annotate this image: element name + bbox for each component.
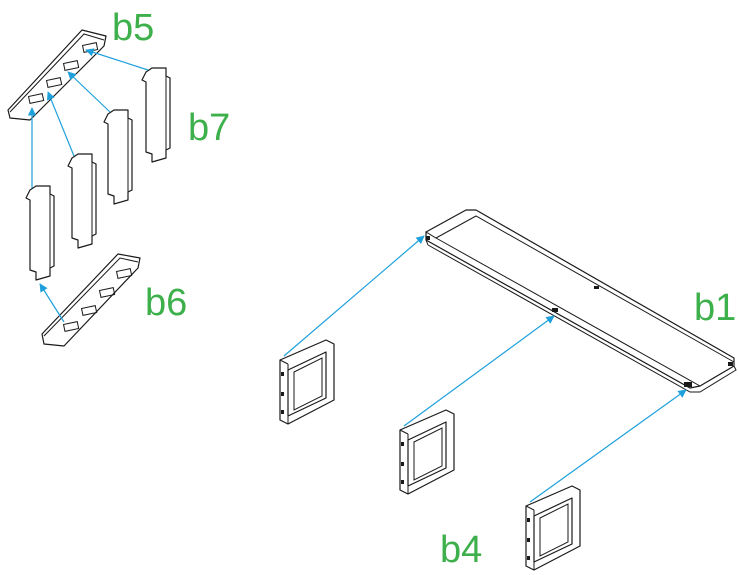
arrow-b7-2-to-b5	[46, 91, 75, 157]
spacer-1	[25, 185, 55, 281]
part-b4-bracket-1	[279, 339, 335, 425]
label-b1: b1	[694, 287, 736, 329]
label-b4: b4	[440, 529, 482, 571]
arrow-b4-3-to-b1	[529, 389, 687, 503]
arrow-b4-2-to-b1	[403, 315, 555, 427]
arrow-b4-1-to-b1	[283, 235, 425, 357]
part-b5-rail	[7, 29, 107, 121]
spacer-2	[67, 153, 97, 249]
spacer-3	[103, 109, 133, 205]
part-b4-bracket-2	[399, 409, 455, 495]
label-b5: b5	[112, 7, 154, 49]
part-b4-bracket-3	[525, 485, 581, 571]
part-b6-rail	[41, 253, 141, 347]
arrow-b7-3-to-b5	[67, 71, 111, 113]
arrow-b7-4-to-b5	[85, 48, 149, 71]
spacer-4	[141, 67, 171, 163]
part-b7-spacers	[25, 67, 171, 281]
label-b7: b7	[188, 107, 230, 149]
assembly-arrows	[27, 48, 687, 503]
label-b6: b6	[145, 282, 187, 324]
arrow-b6-to-b7	[39, 283, 65, 323]
part-b1-board	[425, 209, 737, 393]
